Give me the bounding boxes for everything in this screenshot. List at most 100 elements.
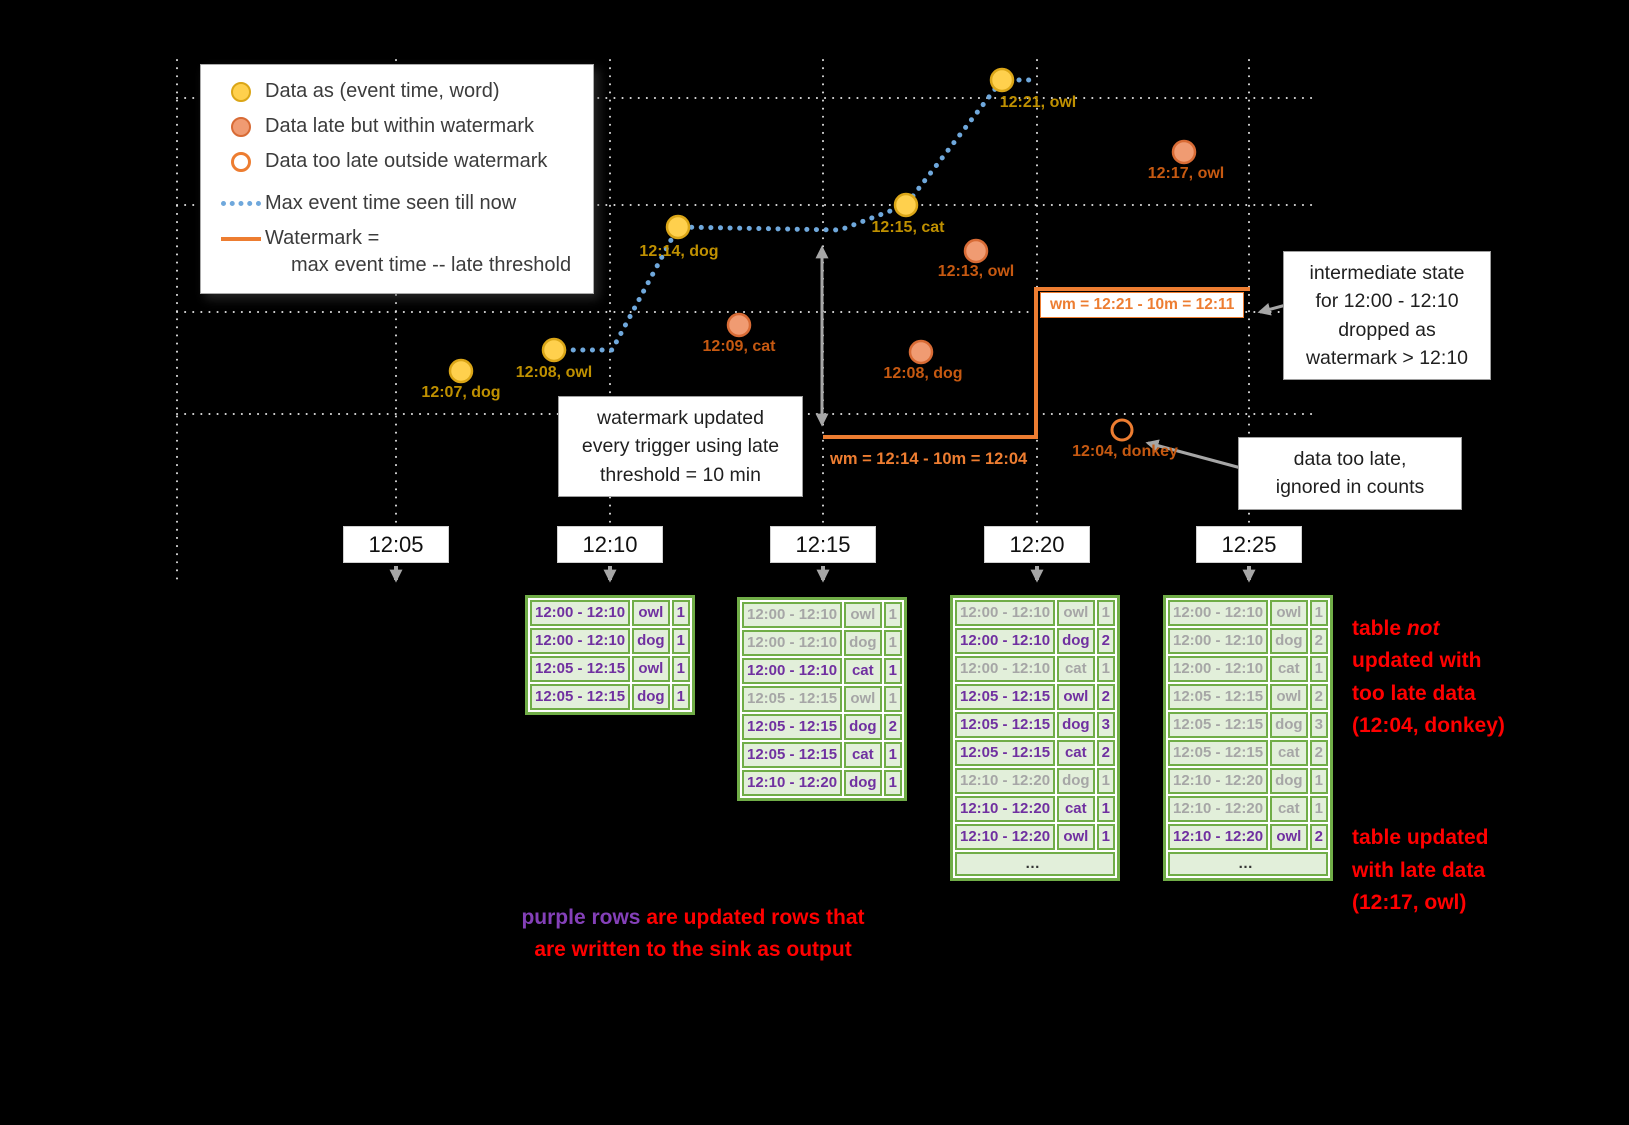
word-cell: owl [632, 656, 670, 682]
window-cell: 12:05 - 12:15 [955, 684, 1056, 710]
count-cell: 1 [883, 742, 902, 768]
word-cell: cat [844, 742, 882, 768]
data-point [963, 238, 989, 264]
window-cell: 12:10 - 12:20 [955, 768, 1056, 794]
window-cell: 12:10 - 12:20 [1168, 796, 1269, 822]
word-cell: owl [1057, 684, 1095, 710]
callout-intermediate-state: intermediate state for 12:00 - 12:10 dro… [1283, 251, 1491, 381]
legend-item: Data too late outside watermark [217, 148, 583, 175]
count-cell: 1 [883, 602, 902, 628]
window-cell: 12:10 - 12:20 [955, 796, 1056, 822]
word-cell: cat [1270, 656, 1308, 682]
data-point [448, 358, 474, 384]
count-cell: 2 [883, 714, 902, 740]
legend-items: Data as (event time, word)Data late but … [217, 78, 583, 279]
window-cell: 12:05 - 12:15 [1168, 684, 1269, 710]
data-point-label: 12:13, owl [937, 263, 1015, 280]
note-table-not-updated: table not updated with too late data (12… [1352, 580, 1505, 743]
data-point-label: 12:21, owl [999, 94, 1077, 111]
window-cell: 12:05 - 12:15 [1168, 740, 1269, 766]
purple-rows-highlight: purple rows [521, 905, 641, 929]
watermark-value-label-2: wm = 12:21 - 10m = 12:11 [1040, 292, 1245, 318]
word-cell: dog [844, 770, 882, 796]
count-cell: 1 [883, 686, 902, 712]
window-cell: 12:00 - 12:10 [742, 602, 843, 628]
count-cell: 1 [1096, 600, 1115, 626]
count-cell: 3 [1309, 712, 1328, 738]
count-cell: 2 [1096, 628, 1115, 654]
count-cell: 1 [1309, 768, 1328, 794]
count-cell: 1 [1309, 656, 1328, 682]
count-cell: 1 [1096, 796, 1115, 822]
word-cell: dog [632, 628, 670, 654]
data-point [989, 67, 1015, 93]
window-cell: 12:05 - 12:15 [955, 740, 1056, 766]
legend: Data as (event time, word)Data late but … [200, 64, 594, 294]
data-point [541, 337, 567, 363]
word-cell: owl [1270, 824, 1308, 850]
window-cell: 12:00 - 12:10 [1168, 656, 1269, 682]
word-cell: dog [844, 630, 882, 656]
word-cell: owl [1270, 684, 1308, 710]
grid-lines [176, 59, 1319, 587]
word-cell: dog [844, 714, 882, 740]
note-table-updated: table updated with late data (12:17, owl… [1352, 826, 1489, 915]
word-cell: dog [1057, 712, 1095, 738]
salmon-dot-icon [217, 113, 265, 140]
word-cell: owl [632, 600, 670, 626]
table-row-ellipsis: … [955, 852, 1115, 876]
data-points [448, 67, 1197, 442]
word-cell: cat [1057, 740, 1095, 766]
callout-too-late: data too late, ignored in counts [1238, 437, 1462, 510]
time-tick-12-15: 12:15 [770, 526, 876, 563]
data-point-label: 12:08, dog [883, 365, 963, 382]
window-cell: 12:00 - 12:10 [530, 628, 631, 654]
window-cell: 12:05 - 12:15 [742, 714, 843, 740]
legend-item: Data as (event time, word) [217, 78, 583, 105]
window-cell: 12:10 - 12:20 [1168, 824, 1269, 850]
data-point-label: 12:17, owl [1147, 165, 1225, 182]
window-cell: 12:00 - 12:10 [742, 658, 843, 684]
count-cell: 1 [1096, 768, 1115, 794]
ellipsis-cell: … [1168, 852, 1328, 876]
word-cell: cat [1270, 740, 1308, 766]
window-cell: 12:05 - 12:15 [955, 712, 1056, 738]
note-not-updated-rest: updated with too late data (12:04, donke… [1352, 649, 1505, 738]
data-point [908, 339, 934, 365]
word-cell: owl [1057, 600, 1095, 626]
legend-label: Data too late outside watermark [265, 150, 548, 172]
count-cell: 1 [671, 656, 690, 682]
data-point-label: 12:15, cat [871, 219, 945, 236]
window-cell: 12:05 - 12:15 [530, 656, 631, 682]
word-cell: dog [632, 684, 670, 710]
word-cell: dog [1057, 628, 1095, 654]
count-cell: 1 [883, 770, 902, 796]
window-cell: 12:00 - 12:10 [742, 630, 843, 656]
time-tick-12-25: 12:25 [1196, 526, 1302, 563]
blue-dotted-line-icon [217, 190, 265, 217]
too-late-callout-arrow [1145, 439, 1242, 470]
count-cell: 2 [1309, 684, 1328, 710]
legend-label: Data as (event time, word) [265, 80, 500, 102]
